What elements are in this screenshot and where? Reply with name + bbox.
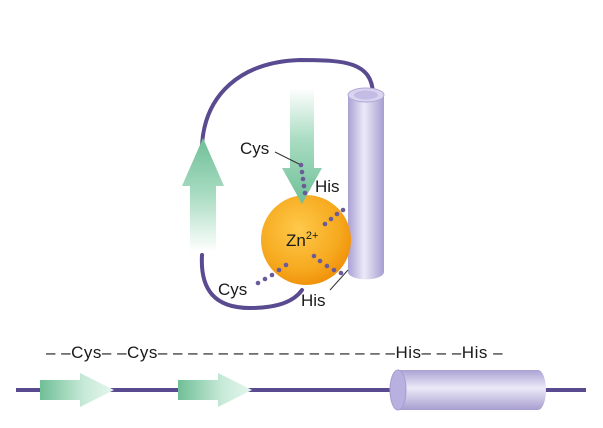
zinc-ion-label: Zn2+: [286, 230, 318, 250]
his-bottom-label: His: [301, 291, 326, 310]
cys-bottom-label: Cys: [218, 280, 247, 299]
sequence-helix: [389, 369, 546, 411]
zinc-charge: 2+: [306, 230, 319, 242]
linear-sequence: – –Cys– –Cys– – – – – – – – – – – – – – …: [16, 343, 586, 411]
alpha-helix-vertical: [347, 87, 385, 280]
beta-strand-down: [282, 88, 322, 204]
zinc-symbol: Zn: [286, 231, 306, 250]
beta-strand-up: [182, 138, 224, 252]
sequence-strand-2: [178, 373, 252, 407]
coordination-bonds: [255, 162, 346, 286]
his-top-label: His: [315, 177, 340, 196]
cys-top-label: Cys: [240, 139, 269, 158]
sequence-strand-1: [40, 373, 114, 407]
his-bottom-leader: [329, 269, 349, 291]
zinc-finger-motif: Cys His Cys His Zn2+: [182, 57, 385, 311]
cys-top-leader: [274, 151, 300, 165]
sequence-text: – –Cys– –Cys– – – – – – – – – – – – – – …: [46, 343, 503, 362]
zinc-ion: [261, 195, 351, 285]
backbone-loop-bottom: [199, 253, 304, 311]
backbone-loop-top: [200, 57, 375, 147]
